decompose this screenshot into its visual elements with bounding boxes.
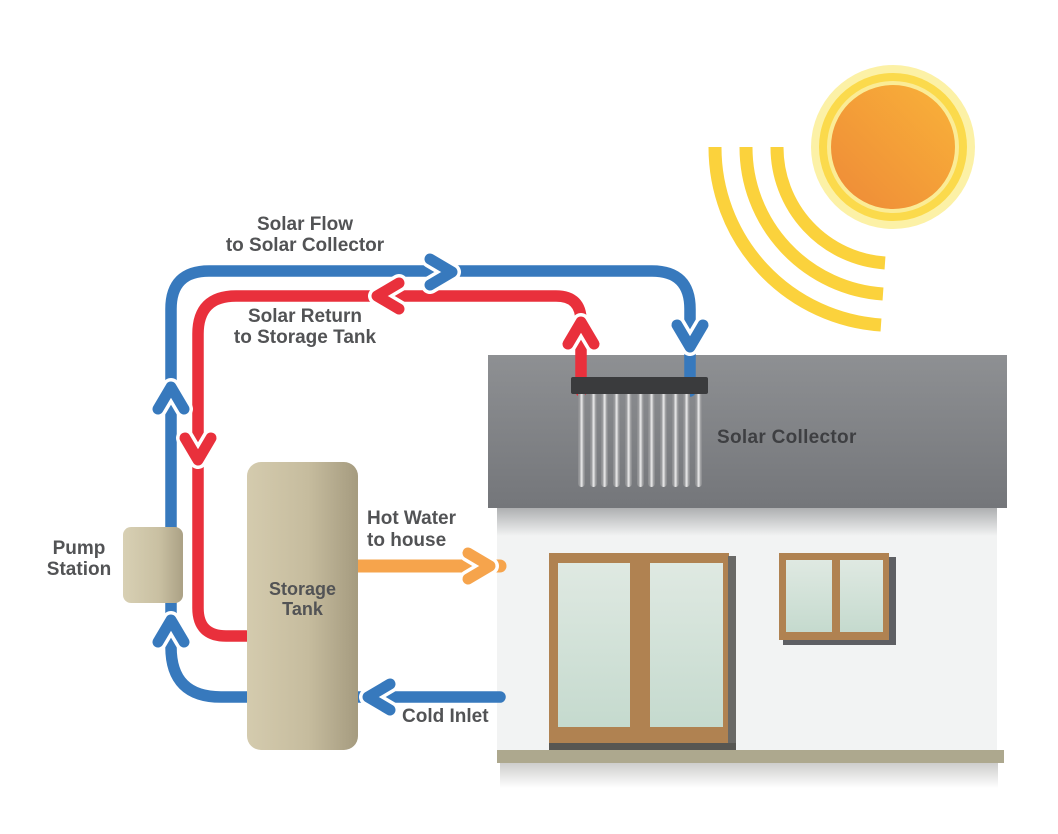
house-window bbox=[779, 553, 889, 640]
label-line: Tank bbox=[282, 599, 323, 619]
solar-collector-bar bbox=[571, 377, 708, 394]
label-line: to house bbox=[367, 530, 447, 551]
collector-tube bbox=[613, 394, 621, 487]
ground-shadow bbox=[500, 763, 998, 788]
collector-tube bbox=[683, 394, 691, 487]
label-cold-inlet: Cold Inlet bbox=[402, 706, 489, 727]
label-solar-return: Solar Return to Storage Tank bbox=[205, 306, 405, 348]
collector-tube bbox=[648, 394, 656, 487]
label-line: Pump bbox=[52, 538, 106, 559]
label-line: Station bbox=[46, 559, 112, 580]
solar-flow-arrow-up-icon bbox=[149, 378, 193, 418]
solar-return-arrow-left-icon bbox=[368, 274, 408, 318]
label-storage-tank: Storage Tank bbox=[250, 579, 355, 619]
label-solar-collector: Solar Collector bbox=[717, 427, 857, 448]
label-solar-flow: Solar Flow to Solar Collector bbox=[205, 214, 405, 256]
french-door bbox=[549, 553, 729, 746]
pipe-solar-return bbox=[192, 290, 587, 642]
door-threshold bbox=[549, 743, 736, 750]
cold-inlet-arrow-left-icon bbox=[359, 675, 399, 719]
door-shadow bbox=[728, 556, 736, 750]
storage-tank bbox=[247, 462, 358, 750]
window-glass-pane bbox=[786, 560, 832, 632]
collector-tube bbox=[671, 394, 679, 487]
pump-station bbox=[123, 527, 183, 603]
label-pump-station: Pump Station bbox=[34, 538, 124, 580]
door-glass-pane bbox=[650, 563, 723, 727]
ground-strip bbox=[497, 750, 1004, 763]
window-shadow bbox=[889, 557, 896, 644]
label-line: to Solar Collector bbox=[225, 235, 385, 256]
sun-ray-arc bbox=[770, 146, 886, 270]
solar-return-arrow-up-icon bbox=[559, 313, 603, 353]
solar-collector-tubes bbox=[578, 394, 702, 487]
hot-water-arrow-right-icon bbox=[459, 544, 499, 588]
label-line: Solar Return bbox=[247, 306, 363, 327]
collector-tube bbox=[578, 394, 585, 487]
collector-tube bbox=[659, 394, 667, 487]
sun-ray-arc bbox=[708, 146, 882, 332]
window-glass-pane bbox=[840, 560, 883, 632]
solar-return-arrow-down-icon bbox=[176, 429, 220, 469]
collector-tube bbox=[589, 394, 597, 487]
label-line: to Storage Tank bbox=[233, 327, 377, 348]
solar-flow-arrow-down-icon bbox=[668, 316, 712, 356]
sun-rays-icon bbox=[708, 146, 886, 332]
label-line: Solar Flow bbox=[256, 214, 354, 235]
pipe-solar-flow bbox=[165, 265, 696, 703]
collector-tube bbox=[601, 394, 609, 487]
sun-ray-arc bbox=[739, 146, 884, 301]
collector-tube bbox=[624, 394, 632, 487]
label-line: Storage bbox=[268, 579, 337, 599]
collector-tube bbox=[636, 394, 644, 487]
roof-shadow bbox=[497, 508, 997, 536]
collector-tube bbox=[695, 394, 702, 487]
label-hot-water: Hot Water to house bbox=[367, 508, 456, 552]
door-glass-pane bbox=[558, 563, 630, 727]
label-line: Hot Water bbox=[367, 508, 457, 529]
solar-flow-arrow-right-icon bbox=[421, 250, 461, 294]
window-shadow bbox=[783, 640, 896, 645]
sun-icon bbox=[811, 65, 975, 229]
cold-inlet-arrow-up-icon bbox=[149, 611, 193, 651]
